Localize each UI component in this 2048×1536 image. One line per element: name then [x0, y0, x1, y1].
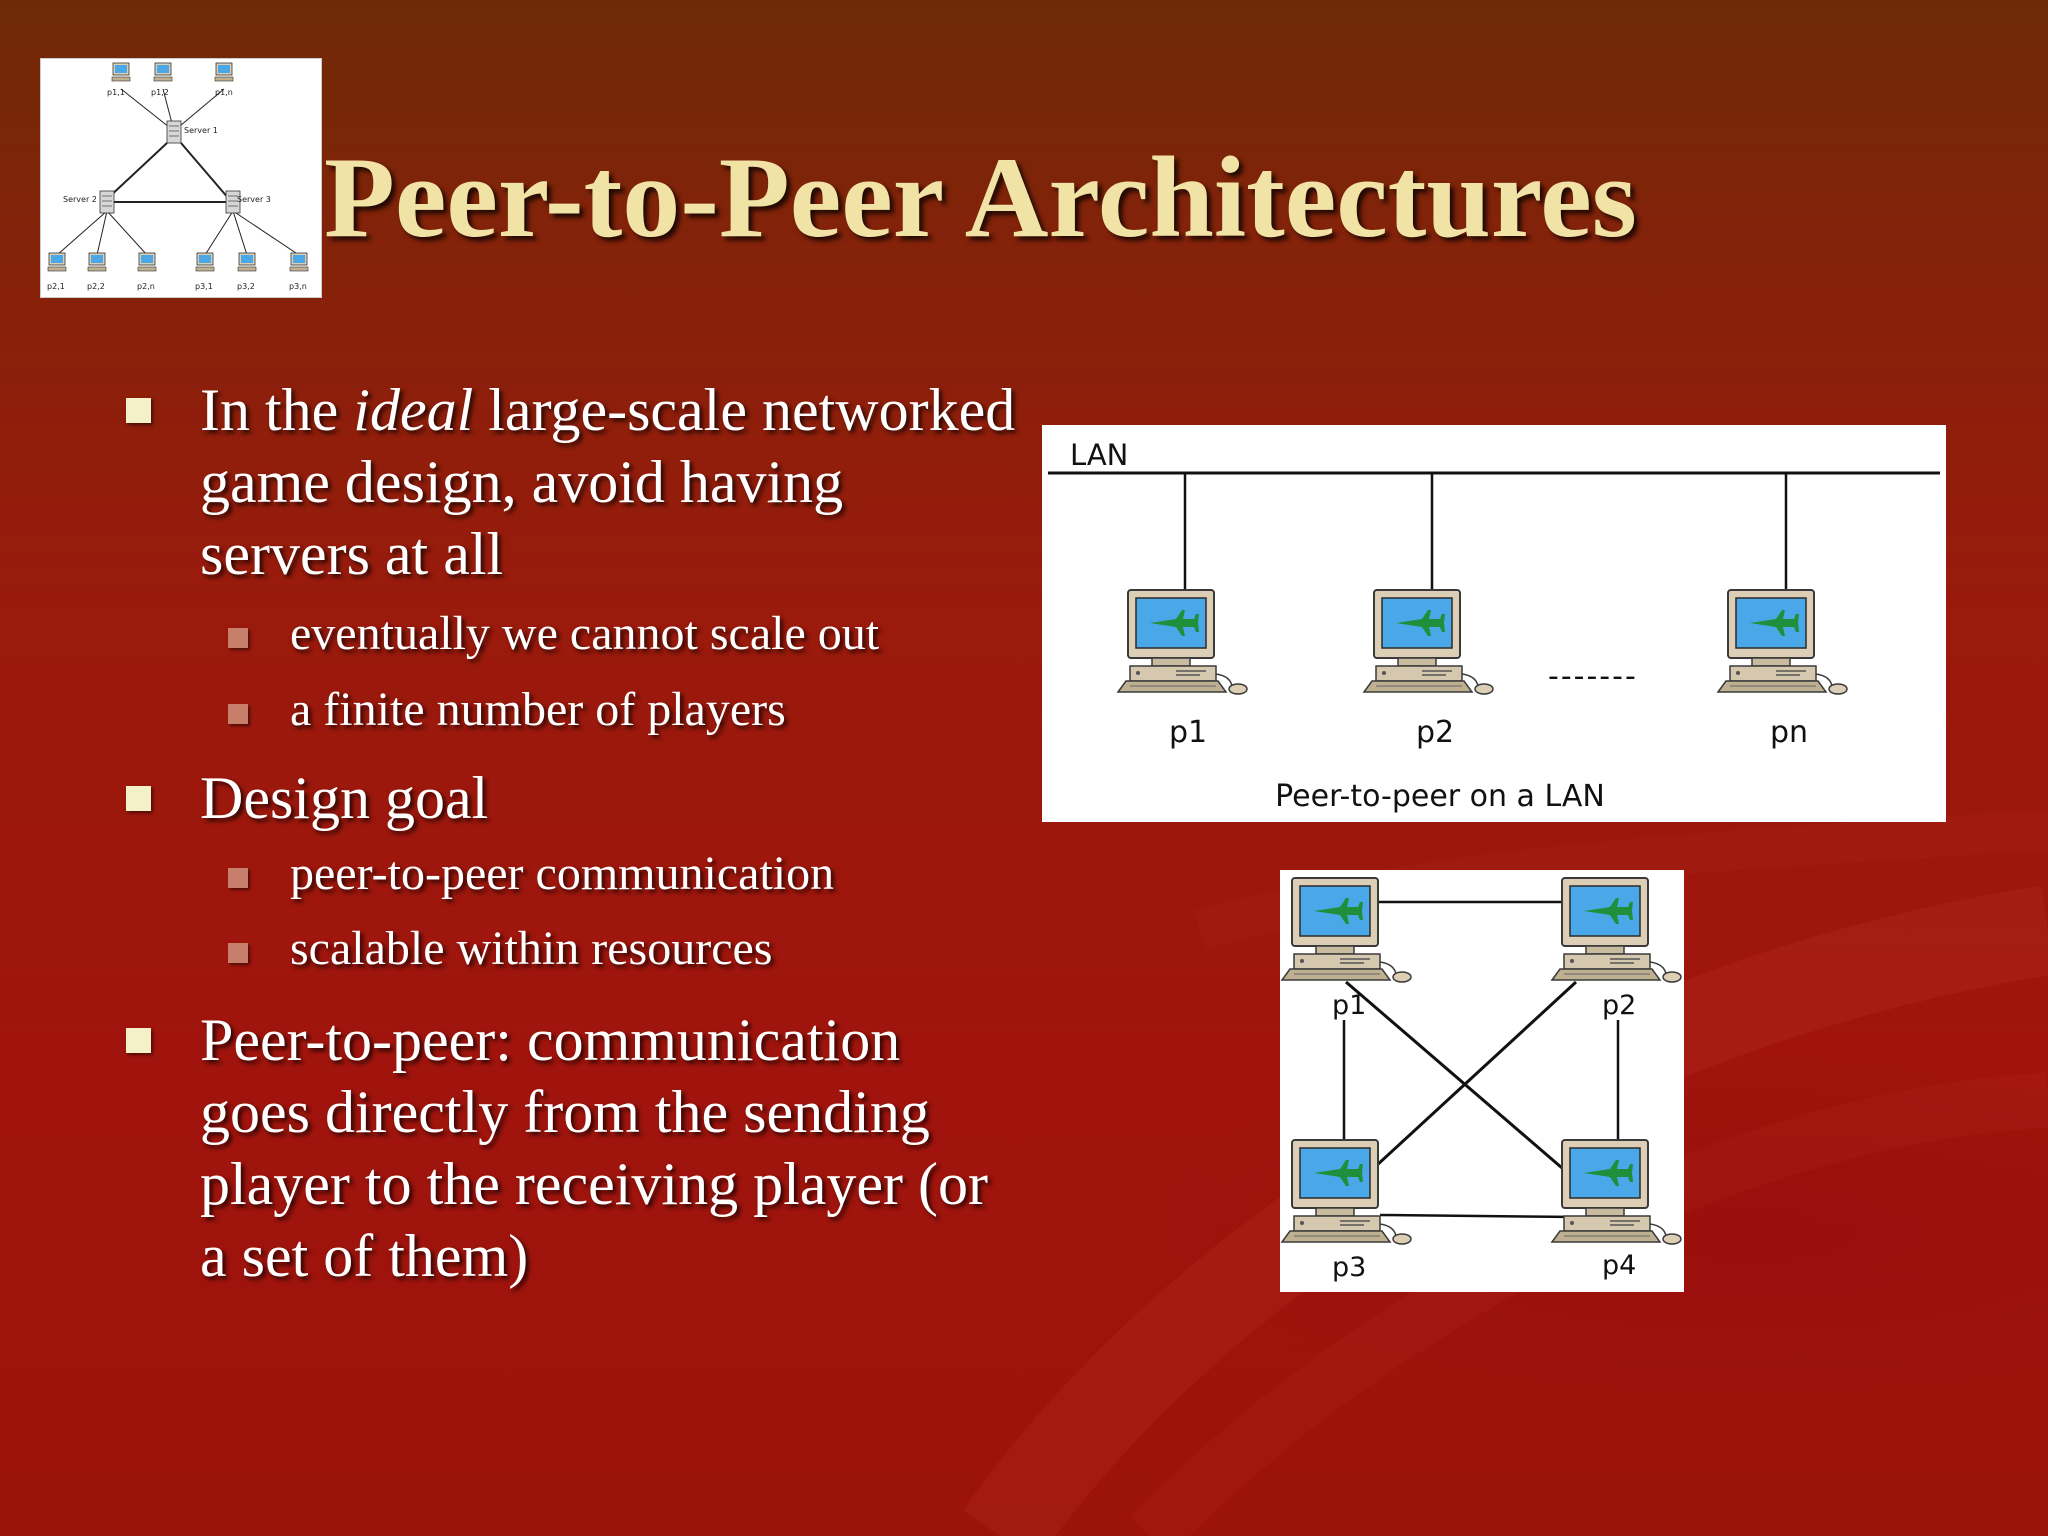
computer-icon	[1117, 589, 1248, 695]
bullet-marker	[126, 398, 151, 423]
sub-bullet: a finite number of players	[290, 683, 786, 736]
lan-diagram: LAN ------- p1 p2 pn Peer-to-peer on a L…	[1042, 425, 1946, 822]
peer-label: pn	[1770, 715, 1808, 750]
node-label: p1,n	[215, 88, 233, 97]
computer-icon	[137, 252, 157, 272]
bullet-design-goal: Design goal	[200, 765, 489, 831]
node-label: p1,1	[107, 88, 125, 97]
computer-icon	[289, 252, 309, 272]
peer-ellipsis: -------	[1548, 659, 1638, 694]
peer-label: p4	[1602, 1250, 1636, 1281]
sub-bullet-marker	[228, 628, 248, 648]
server-label: Server 2	[63, 195, 97, 204]
bullet-emphasis: ideal	[353, 377, 474, 443]
sub-bullet: scalable within resources	[290, 922, 773, 975]
peer-label: p2	[1416, 715, 1454, 750]
bullet-text: In the	[200, 377, 354, 443]
node-label: p2,2	[87, 282, 105, 291]
lan-label: LAN	[1070, 438, 1128, 472]
computer-icon	[87, 252, 107, 272]
node-label: p3,2	[237, 282, 255, 291]
bullet-marker	[126, 786, 151, 811]
sub-bullet-marker	[228, 943, 248, 963]
bullet-peer-to-peer: Peer-to-peer: communication goes directl…	[200, 1007, 988, 1289]
server-hierarchy-thumbnail: p1,1 p1,2 p1,n Server 1 Server 2 Server …	[40, 58, 322, 298]
sub-bullet-marker	[228, 704, 248, 724]
computer-icon	[1363, 589, 1494, 695]
node-label: p3,1	[195, 282, 213, 291]
server-icon	[166, 120, 182, 144]
peer-label: p3	[1332, 1252, 1366, 1283]
computer-icon	[1281, 1139, 1412, 1245]
computer-icon	[195, 252, 215, 272]
computer-icon	[111, 62, 131, 82]
computer-icon	[1281, 877, 1412, 983]
sub-bullet: peer-to-peer communication	[290, 847, 835, 900]
computer-icon	[1551, 1139, 1682, 1245]
node-label: p2,1	[47, 282, 65, 291]
server-icon	[99, 190, 115, 214]
computer-icon	[1551, 877, 1682, 983]
bullet-marker	[126, 1028, 151, 1053]
mesh-diagram: p1 p2 p3 p4	[1280, 870, 1684, 1292]
computer-icon	[47, 252, 67, 272]
sub-bullet: eventually we cannot scale out	[290, 607, 880, 660]
lan-caption: Peer-to-peer on a LAN	[1275, 779, 1605, 814]
sub-bullet-marker	[228, 868, 248, 888]
computer-icon	[153, 62, 173, 82]
bullet-text: large-scale networked game design, avoid…	[200, 377, 1016, 587]
computer-icon	[1717, 589, 1848, 695]
node-label: p2,n	[137, 282, 155, 291]
bullet-ideal-design: In the ideal large-scale networked game …	[200, 374, 1020, 590]
server-label: Server 3	[237, 195, 271, 204]
peer-label: p2	[1602, 990, 1636, 1021]
peer-label: p1	[1332, 990, 1366, 1021]
node-label: p1,2	[151, 88, 169, 97]
computer-icon	[237, 252, 257, 272]
computer-icon	[214, 62, 234, 82]
server-label: Server 1	[184, 126, 218, 135]
node-label: p3,n	[289, 282, 307, 291]
slide-title: Peer-to-Peer Architectures	[324, 134, 1637, 262]
peer-label: p1	[1169, 715, 1207, 750]
